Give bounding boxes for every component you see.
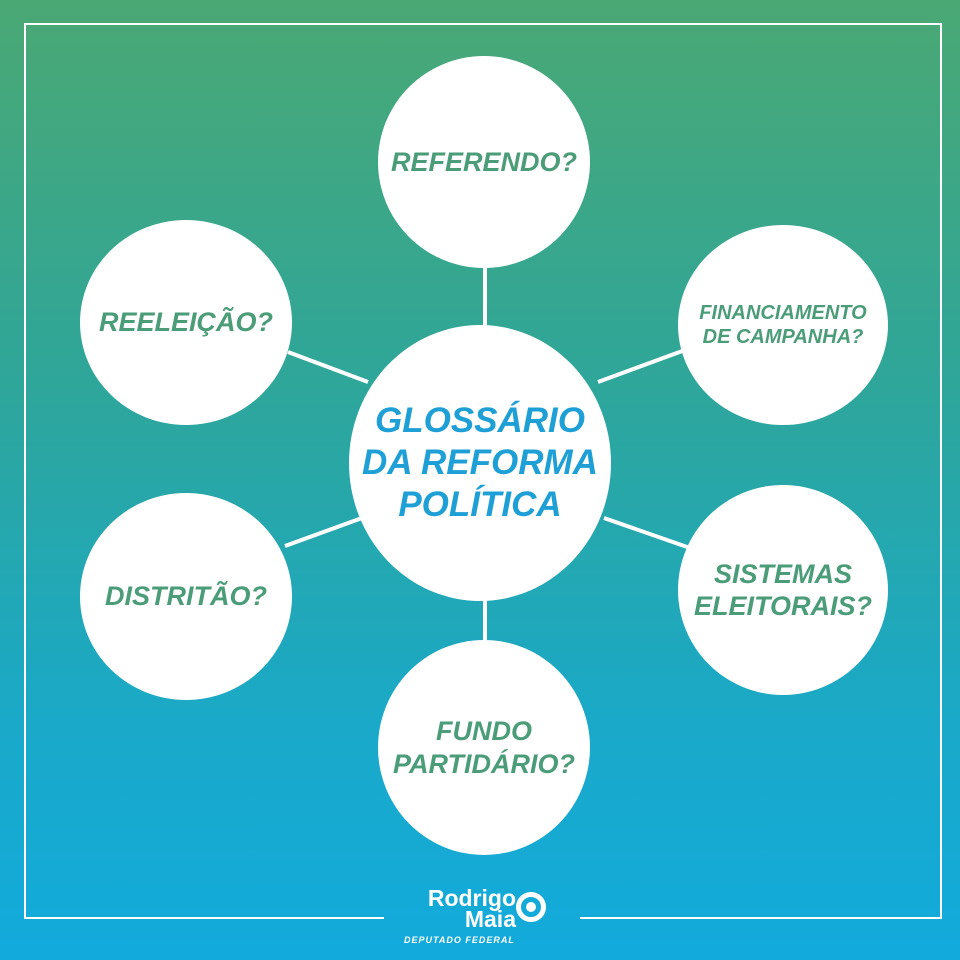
frame-bottom-left [24,917,384,919]
node-distritao-label: DISTRITÃO? [105,581,267,612]
logo: Rodrigo Maia DEPUTADO FEDERAL [400,885,560,948]
eye-logo-icon [516,892,546,922]
link-distritao [284,516,363,548]
center-node: GLOSSÁRIO DA REFORMA POLÍTICA [349,325,611,601]
logo-subtitle: DEPUTADO FEDERAL [404,935,515,945]
node-fundo-partidario[interactable]: FUNDO PARTIDÁRIO? [378,640,590,855]
node-referendo-label: REFERENDO? [390,146,577,177]
node-fundo-label: FUNDO PARTIDÁRIO? [393,716,575,779]
link-reeleicao [287,350,369,384]
link-financiamento [597,348,686,384]
white-frame [24,23,942,919]
center-title: GLOSSÁRIO DA REFORMA POLÍTICA [362,401,598,524]
node-financiamento[interactable]: FINANCIAMENTO DE CAMPANHA? [678,225,888,425]
node-reeleicao-label: REELEIÇÃO? [98,307,273,338]
node-reeleicao[interactable]: REELEIÇÃO? [80,220,292,425]
logo-name: Rodrigo Maia [427,885,516,932]
node-distritao[interactable]: DISTRITÃO? [80,493,292,700]
node-referendo[interactable]: REFERENDO? [378,56,590,268]
link-sistemas [603,516,691,550]
node-sistemas-label: SISTEMAS ELEITORAIS? [693,558,873,621]
frame-bottom-right [580,917,942,919]
node-financiamento-label: FINANCIAMENTO DE CAMPANHA? [699,302,867,348]
node-sistemas-eleitorais[interactable]: SISTEMAS ELEITORAIS? [678,485,888,695]
